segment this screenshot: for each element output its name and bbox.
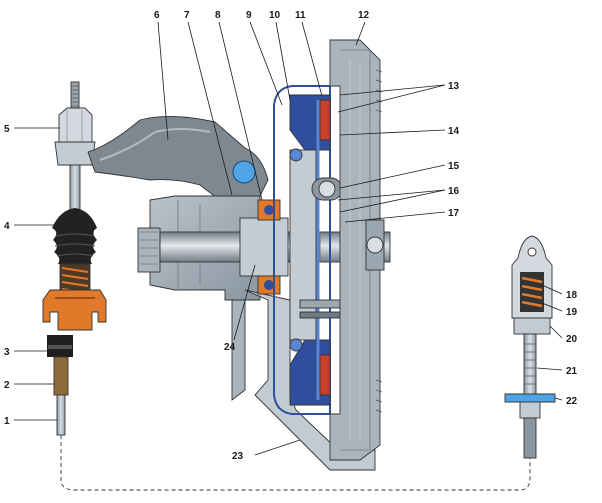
callout-23: 23: [232, 451, 244, 462]
callout-7: 7: [184, 10, 190, 21]
release-fork: [87, 115, 269, 209]
cable-bracket: [42, 289, 107, 331]
release-bearing-sleeve: [239, 217, 289, 277]
clamp-washer: [504, 393, 556, 403]
callout-18: 18: [566, 290, 578, 301]
friction-lining-bottom: [319, 354, 331, 396]
cable-rod: [69, 164, 81, 211]
clamp-sleeve: [513, 317, 551, 335]
clutch-assembly: [273, 85, 346, 415]
callout-11: 11: [295, 10, 306, 21]
callout-12: 12: [358, 10, 370, 21]
callout-22: 22: [566, 396, 578, 407]
callout-3: 3: [4, 347, 10, 358]
callout-4: 4: [4, 221, 10, 232]
callout-17: 17: [448, 208, 460, 219]
cable-fork: [54, 141, 96, 166]
callout-10: 10: [269, 10, 281, 21]
callout-9: 9: [246, 10, 252, 21]
clamp-spring: [521, 276, 543, 308]
cable-sheath: [53, 356, 69, 396]
callout-13: 13: [448, 81, 460, 92]
callout-19: 19: [566, 307, 578, 318]
callout-16: 16: [448, 186, 460, 197]
pressure-plate: [289, 149, 317, 341]
callout-2: 2: [4, 380, 10, 391]
callout-20: 20: [566, 334, 578, 345]
callout-1: 1: [4, 416, 10, 427]
cable-clamp-right: [504, 235, 556, 459]
leader-lines: [14, 21, 563, 456]
fork-pivot-ball: [232, 160, 256, 184]
cable-assembly-left: [42, 81, 107, 436]
callout-14: 14: [448, 126, 460, 137]
callout-8: 8: [215, 10, 221, 21]
callout-24: 24: [224, 342, 236, 353]
friction-lining-top: [319, 99, 331, 141]
callout-5: 5: [4, 124, 10, 135]
callout-15: 15: [448, 161, 460, 172]
cable-end: [56, 394, 66, 436]
callout-21: 21: [566, 366, 578, 377]
adjusting-nut: [58, 107, 93, 143]
flywheel: [329, 39, 385, 461]
clamp-rod: [523, 333, 537, 395]
callout-6: 6: [154, 10, 160, 21]
rubber-boot: [52, 208, 97, 264]
cable-path-dashed: [60, 435, 531, 491]
thread-lines: [71, 85, 79, 107]
callout-numbers: 1 2 3 4 5 6 7 8 9 10 11 12 13 14 15 16 1…: [4, 10, 578, 462]
